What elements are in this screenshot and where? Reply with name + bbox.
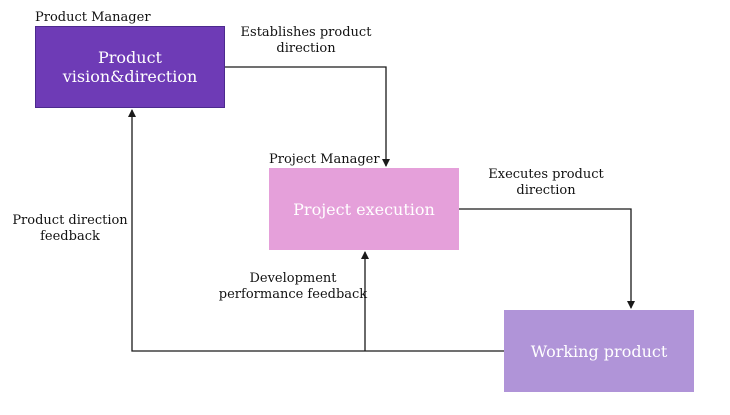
direction-feedback-label: Product direction feedback	[5, 213, 135, 245]
project-execution-box[interactable]: Project execution	[269, 168, 459, 250]
executes-line-2: direction	[516, 183, 576, 198]
connector-working-to-vision	[128, 109, 504, 352]
performance-feedback-line-2: performance feedback	[218, 287, 368, 302]
working-product-box[interactable]: Working product	[504, 310, 694, 392]
connector-execution-to-working	[459, 208, 635, 309]
establishes-direction-label: Establishes product direction	[236, 25, 376, 57]
executes-direction-label: Executes product direction	[476, 167, 616, 199]
executes-line-1: Executes product	[488, 167, 604, 182]
product-vision-label: Product vision&direction	[62, 48, 198, 86]
working-product-label: Working product	[530, 341, 668, 361]
performance-feedback-line-1: Development	[249, 271, 337, 286]
project-execution-label: Project execution	[293, 199, 435, 219]
product-vision-box[interactable]: Product vision&direction	[35, 26, 225, 108]
direction-feedback-line-2: feedback	[40, 229, 100, 244]
project-manager-label: Project Manager	[269, 152, 380, 167]
connector-vision-to-execution	[225, 66, 390, 167]
establishes-line-2: direction	[276, 41, 336, 56]
performance-feedback-label: Development performance feedback	[218, 271, 368, 303]
product-manager-label: Product Manager	[35, 10, 151, 25]
direction-feedback-line-1: Product direction	[12, 213, 128, 228]
establishes-line-1: Establishes product	[240, 25, 372, 40]
